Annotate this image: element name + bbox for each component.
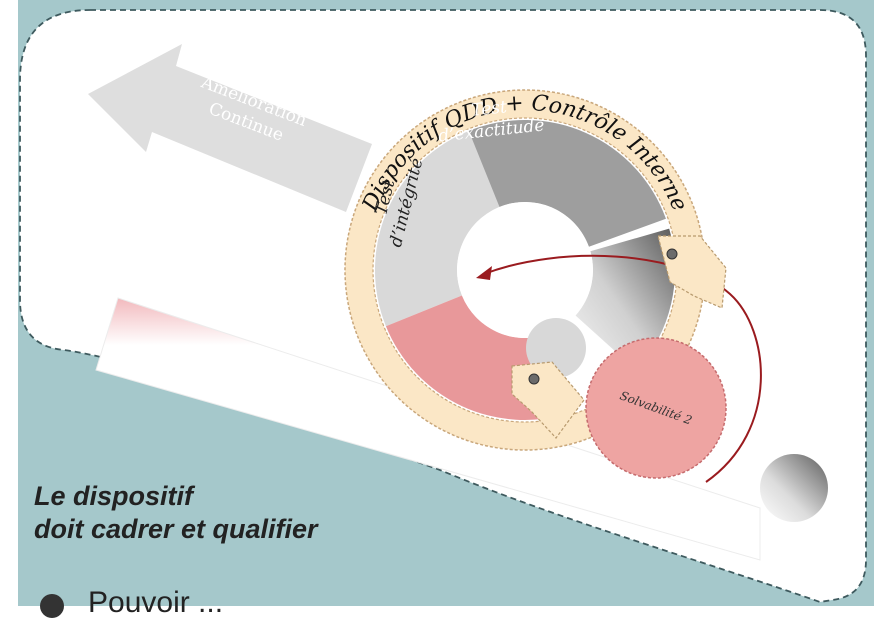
heading-line2: doit cadrer et qualifier (34, 514, 318, 544)
segment-exactitude (468, 119, 666, 247)
bullet-item: Pouvoir ... (40, 586, 640, 626)
heading-line1: Le dispositif (34, 481, 194, 511)
ring-clip-right-bolt (666, 248, 678, 260)
bullet-icon (40, 594, 64, 618)
heading: Le dispositif doit cadrer et qualifier (34, 480, 454, 546)
rotation-arrow (483, 254, 762, 483)
bullet-text: Pouvoir ... (88, 586, 224, 619)
diagram-canvas: Amélioration Continue Dispositif QDD + C… (18, 0, 874, 606)
ring-hub (457, 202, 593, 338)
small-ball (526, 318, 586, 378)
ring-clip-bottom-bolt (528, 373, 540, 385)
label-exactitude-line1: Test (470, 97, 508, 121)
solvabilite-ball (585, 337, 727, 479)
improvement-arrow (88, 44, 372, 212)
rotation-arrowhead-icon (476, 266, 492, 280)
segment-integrite (375, 126, 506, 327)
grey-ball (760, 454, 828, 522)
segment-gradient (575, 228, 676, 371)
